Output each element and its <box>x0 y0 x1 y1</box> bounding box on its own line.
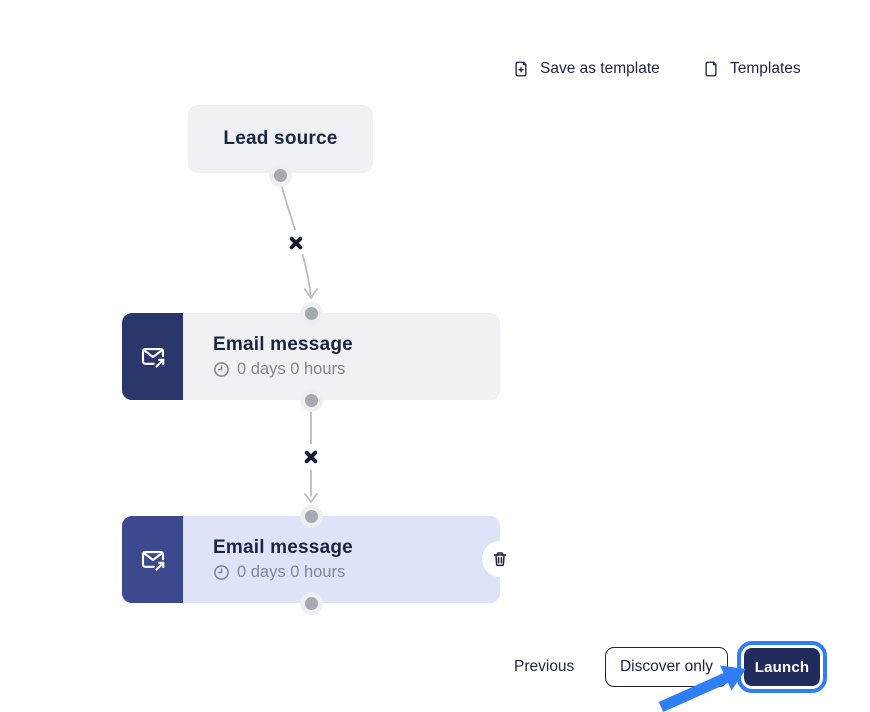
trash-icon <box>493 552 507 567</box>
step-title: Email message <box>213 537 353 558</box>
node-lead-source[interactable]: Lead source <box>188 105 373 173</box>
node-email-message-1[interactable]: Email message 0 days 0 hours <box>122 313 500 400</box>
step-delay-text: 0 days 0 hours <box>237 563 346 581</box>
edge-2-arrowhead <box>304 493 318 503</box>
connector-port[interactable] <box>304 306 318 320</box>
save-as-template-button[interactable]: Save as template <box>512 57 660 81</box>
clock-icon <box>214 362 229 377</box>
step-delay: 0 days 0 hours <box>213 360 500 379</box>
clock-icon <box>214 565 229 580</box>
email-send-icon <box>122 516 183 603</box>
save-as-template-label: Save as template <box>540 60 660 77</box>
node-email-message-2[interactable]: Email message 0 days 0 hours <box>122 516 500 603</box>
file-icon <box>705 61 717 77</box>
previous-button[interactable]: Previous <box>514 658 575 675</box>
templates-label: Templates <box>730 60 801 77</box>
email-send-icon <box>122 313 183 400</box>
remove-connection-button[interactable] <box>298 444 324 470</box>
file-plus-icon <box>515 61 527 77</box>
remove-connection-button[interactable] <box>283 230 309 256</box>
launch-highlight-ring: Launch <box>737 641 827 693</box>
connector-port[interactable] <box>274 168 287 182</box>
launch-button[interactable]: Launch <box>744 648 820 686</box>
delete-step-button[interactable] <box>482 541 518 577</box>
edge-1-arrowhead <box>304 288 318 299</box>
lead-source-title: Lead source <box>223 128 338 149</box>
discover-only-button[interactable]: Discover only <box>605 647 728 687</box>
connector-port[interactable] <box>304 596 318 610</box>
step-delay-text: 0 days 0 hours <box>237 360 346 378</box>
connector-port[interactable] <box>304 393 318 407</box>
step-delay: 0 days 0 hours <box>213 563 500 582</box>
connector-port[interactable] <box>304 509 318 523</box>
templates-button[interactable]: Templates <box>702 57 801 81</box>
step-body: Email message 0 days 0 hours <box>183 516 500 603</box>
step-body: Email message 0 days 0 hours <box>183 313 500 400</box>
step-title: Email message <box>213 334 353 355</box>
